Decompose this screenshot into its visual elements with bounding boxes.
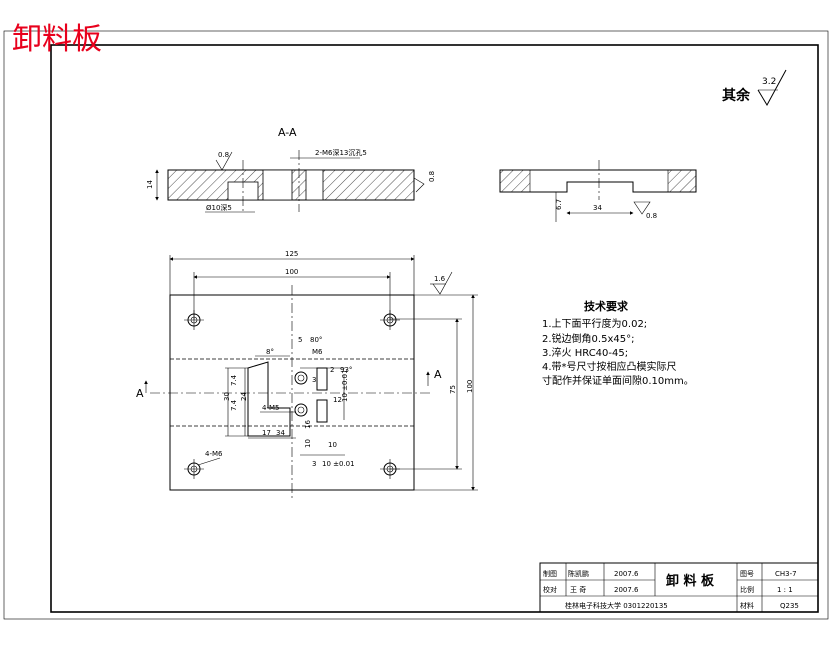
dim-24: 24 — [240, 392, 248, 401]
tech-item-5: 寸配作并保证单面间隙0.10mm。 — [542, 374, 694, 387]
slot-upper — [316, 367, 328, 391]
dim-16: 16 — [304, 420, 312, 429]
dim-17: 17 — [262, 429, 271, 437]
right-view-height-dim: 6.7 — [555, 199, 563, 210]
dim-100: 100 — [285, 268, 298, 276]
right-view-roughness-icon — [633, 201, 651, 215]
dim-m6: M6 — [312, 348, 323, 356]
section-roughness-top-icon — [215, 151, 233, 171]
dim-4m5: 4-M5 — [262, 404, 279, 412]
screw-leader — [197, 457, 221, 466]
dim-3b: 3 — [312, 376, 316, 384]
general-roughness: 其余 3.2 — [722, 69, 787, 107]
dim-5: 5 — [298, 336, 302, 344]
tb-drawing-no: CH3-7 — [775, 570, 797, 578]
dim-34: 34 — [276, 429, 285, 437]
section-label: A-A — [278, 126, 297, 139]
corner-hole-bl — [184, 459, 204, 479]
tb-material: Q235 — [780, 602, 799, 610]
corner-hole-tl — [184, 310, 204, 330]
section-roughness-right-icon — [413, 177, 425, 193]
tb-school: 桂林电子科技大学 0301220135 — [565, 601, 668, 610]
roughness-other-value: 3.2 — [762, 77, 776, 87]
plan-roughness: 1.6 — [434, 275, 446, 283]
tb-scale-label: 比例 — [740, 585, 754, 594]
dim-12: 12 — [333, 396, 342, 404]
right-view: 34 6.7 0.8 — [499, 160, 697, 222]
dim-75: 75 — [449, 385, 457, 394]
dim-125: 125 — [285, 250, 298, 258]
punch-profile — [247, 361, 291, 437]
title-block: 制图 陈凯鹏 2007.6 校对 王 奇 2007.6 卸 料 板 图号 CH3… — [539, 562, 819, 613]
right-view-hatch-right — [667, 169, 697, 193]
dim-3: 3 — [312, 460, 316, 468]
inner-border — [50, 44, 819, 613]
thread-hole-center — [294, 371, 308, 385]
dim-10h: 10 — [328, 441, 337, 449]
dim-93deg: 93° — [340, 366, 352, 374]
thread-callout: 2-M6深13沉孔5 — [315, 148, 367, 157]
dim-30: 30 — [223, 392, 231, 401]
tb-row2-date: 2007.6 — [614, 586, 639, 594]
tb-row1-name: 陈凯鹏 — [568, 569, 589, 578]
right-view-roughness: 0.8 — [646, 212, 657, 220]
big-title: 卸料板 — [12, 22, 102, 57]
plan-roughness-icon — [432, 271, 453, 295]
roughness-other-label: 其余 — [722, 87, 751, 104]
screw-callout: 4-M6 — [205, 450, 223, 458]
roughness-symbol-icon — [757, 69, 787, 107]
dim-100v: 100 — [466, 380, 474, 393]
tb-scale: 1 : 1 — [777, 586, 793, 594]
tech-item-4: 4.带*号尺寸按相应凸模实际尺 — [542, 360, 677, 373]
tb-drawing-no-label: 图号 — [740, 570, 754, 578]
corner-hole-tr — [380, 310, 400, 330]
dim-8deg: 8° — [266, 348, 274, 356]
dim-10: 10 — [304, 439, 312, 448]
plan-view: 125 100 100 75 1.6 4-M6 A A — [136, 250, 478, 500]
tb-row2-label: 校对 — [543, 585, 557, 594]
tech-item-1: 1.上下面平行度为0.02; — [542, 317, 647, 330]
dim-2: 2 — [330, 366, 334, 374]
thread-hole-lower — [294, 403, 308, 417]
dim-10k: 10 ±0.01 — [341, 369, 349, 402]
corner-hole-br — [380, 459, 400, 479]
outer-border — [3, 30, 829, 620]
slot-lower — [316, 399, 328, 423]
section-mark-left: A — [136, 387, 144, 400]
tech-heading: 技术要求 — [584, 299, 629, 313]
section-roughness-right: 0.8 — [428, 171, 436, 182]
dim-80deg: 80° — [310, 336, 322, 344]
section-mark-right: A — [434, 368, 442, 381]
right-view-width-dim: 34 — [593, 204, 602, 212]
tech-item-2: 2.锐边倒角0.5x45°; — [542, 332, 634, 345]
section-roughness-top: 0.8 — [218, 151, 229, 159]
tech-item-3: 3.淬火 HRC40-45; — [542, 346, 628, 359]
tech-requirements: 技术要求 1.上下面平行度为0.02; 2.锐边倒角0.5x45°; 3.淬火 … — [542, 299, 694, 387]
section-height-dim: 14 — [146, 180, 154, 189]
dim-74b: 7.4 — [230, 399, 238, 411]
section-view: A-A 14 0.8 0.8 2-M6深13沉孔5 Ø10深5 — [146, 126, 436, 213]
hole-callout: Ø10深5 — [206, 203, 232, 212]
tb-row1-label: 制图 — [543, 569, 557, 578]
tb-row2-name: 王 奇 — [570, 585, 586, 594]
right-view-hatch-left — [499, 169, 531, 193]
dim-74a: 7.4 — [230, 374, 238, 386]
dim-10m: 10 ±0.01 — [322, 460, 355, 468]
tb-row1-date: 2007.6 — [614, 570, 639, 578]
tb-material-label: 材料 — [740, 601, 754, 610]
tb-part-name: 卸 料 板 — [666, 573, 715, 589]
